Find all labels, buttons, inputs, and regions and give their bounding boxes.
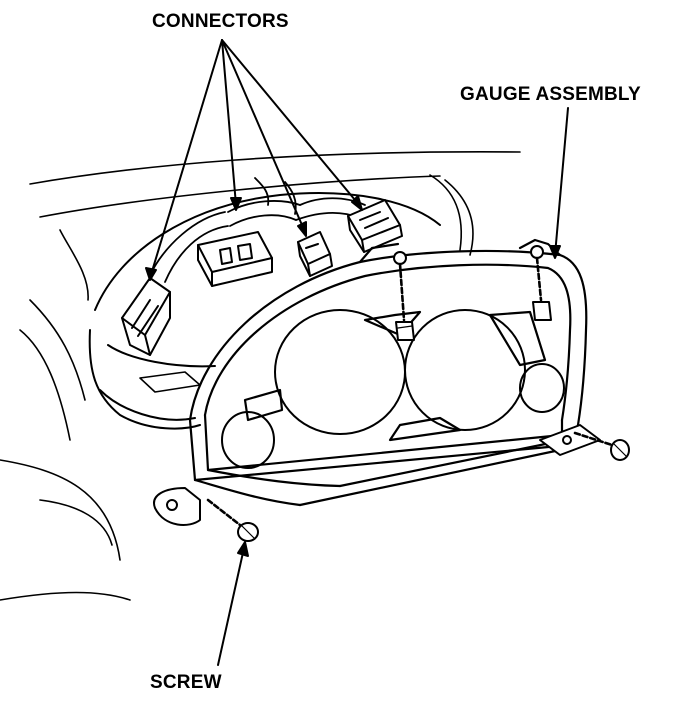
screw-bottom-left <box>206 498 259 542</box>
leader-lines <box>145 39 569 666</box>
gauge-assembly-label: GAUGE ASSEMBLY <box>460 84 641 105</box>
screw-label: SCREW <box>150 672 222 693</box>
connectors-label: CONNECTORS <box>152 11 289 32</box>
connectors-leader-lines <box>145 39 363 281</box>
connector-3 <box>297 231 333 277</box>
gauge-assembly-bezel <box>188 238 588 507</box>
gauge-tachometer <box>404 309 526 431</box>
connector-4 <box>347 199 403 253</box>
gauge-faces <box>221 309 565 469</box>
gauge-left-small <box>221 411 275 469</box>
dashboard-outline <box>0 151 521 601</box>
screw-top-right <box>530 245 552 321</box>
gauge-speedometer <box>274 309 406 435</box>
screw-top-center <box>393 251 415 341</box>
connector-2 <box>197 231 273 287</box>
screw-leader-line <box>217 541 249 666</box>
gauge-right-small <box>519 363 565 413</box>
screw-bottom-right <box>573 431 630 461</box>
gauge-assembly-leader-line <box>549 107 569 259</box>
connector-1 <box>121 277 171 356</box>
